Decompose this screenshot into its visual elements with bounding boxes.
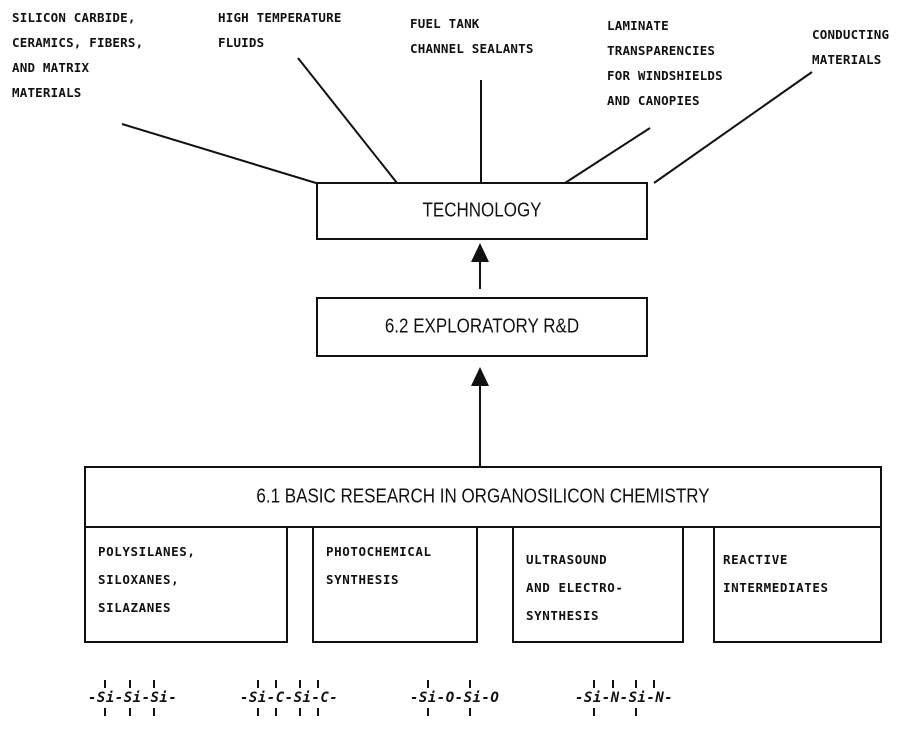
arrow-head-exploratory <box>471 367 489 386</box>
formula-polysiloxane: -Si-O-Si-O <box>410 690 500 706</box>
application-ceramics: SILICON CARBIDE, CERAMICS, FIBERS, AND M… <box>12 10 144 100</box>
connector-line-transparencies <box>564 127 651 184</box>
connector-line-conducting <box>653 71 813 184</box>
formula-polysilane: -Si-Si-Si- <box>88 690 178 706</box>
basic-research-label: 6.1 BASIC RESEARCH IN ORGANOSILICON CHEM… <box>256 485 710 508</box>
basic-research-box: 6.1 BASIC RESEARCH IN ORGANOSILICON CHEM… <box>84 466 882 528</box>
application-transparencies: LAMINATE TRANSPARENCIES FOR WINDSHIELDS … <box>607 18 723 108</box>
formula-polycarbosilane: -Si-C-Si-C- <box>240 690 339 706</box>
research-area-ultrasound: ULTRASOUND AND ELECTRO- SYNTHESIS <box>512 526 684 643</box>
connector-line-ceramics <box>121 123 317 184</box>
research-area-label: REACTIVE INTERMEDIATES <box>723 552 829 595</box>
research-area-label: POLYSILANES, SILOXANES, SILAZANES <box>98 544 196 615</box>
arrow-head-technology <box>471 243 489 262</box>
research-area-label: PHOTOCHEMICAL SYNTHESIS <box>326 544 432 587</box>
formula-polysilazane: -Si-N-Si-N- <box>575 690 674 706</box>
exploratory-label: 6.2 EXPLORATORY R&D <box>384 315 580 338</box>
application-conducting: CONDUCTING MATERIALS <box>812 27 890 67</box>
research-area-label: ULTRASOUND AND ELECTRO- SYNTHESIS <box>526 552 624 623</box>
research-area-intermediates: REACTIVE INTERMEDIATES <box>713 526 882 643</box>
technology-box: TECHNOLOGY <box>316 182 648 240</box>
research-area-polysilanes: POLYSILANES, SILOXANES, SILAZANES <box>84 526 288 643</box>
connector-line-fluids <box>297 57 398 184</box>
technology-label: TECHNOLOGY <box>422 199 542 222</box>
exploratory-box: 6.2 EXPLORATORY R&D <box>316 297 648 357</box>
application-fluids: HIGH TEMPERATURE FLUIDS <box>218 10 342 50</box>
application-sealants: FUEL TANK CHANNEL SEALANTS <box>410 16 534 56</box>
research-area-photochemical: PHOTOCHEMICAL SYNTHESIS <box>312 526 478 643</box>
